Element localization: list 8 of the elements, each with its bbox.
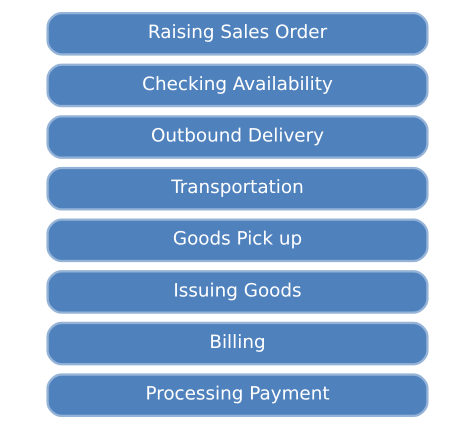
node-box: Checking Availability: [46, 64, 428, 108]
node-box: Goods Pick up: [46, 218, 428, 262]
node-box: Outbound Delivery: [46, 115, 428, 159]
node-box: Billing: [46, 322, 428, 366]
node-box: Transportation: [46, 166, 428, 210]
node-box: Issuing Goods: [46, 270, 428, 314]
node-box: Raising Sales Order: [46, 12, 428, 56]
node-box: Processing Payment: [46, 373, 428, 418]
